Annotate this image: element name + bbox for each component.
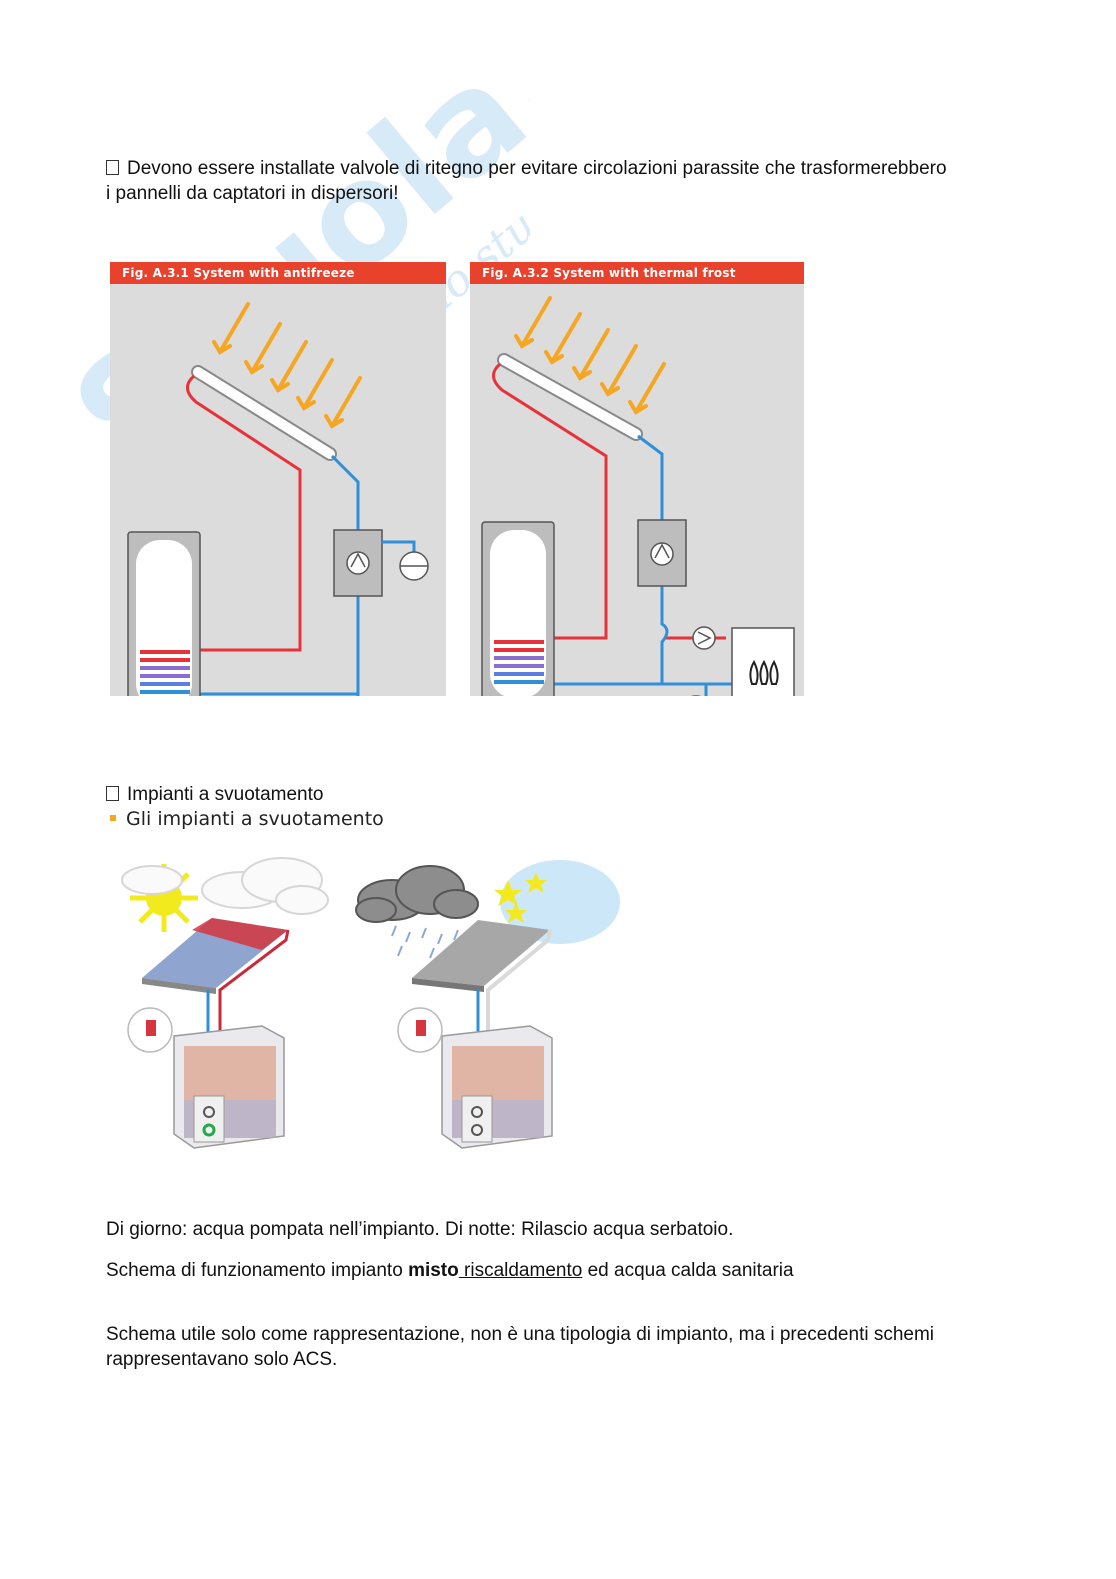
drainback-section: Impianti a svuotamento Gli impianti a sv…	[106, 782, 706, 832]
mixed-scheme-paragraph: Schema di funzionamento impianto misto r…	[106, 1258, 1026, 1283]
figure-antifreeze-body	[110, 284, 446, 717]
sun-rays-icon	[514, 296, 666, 415]
mixed-scheme-bold: misto	[408, 1260, 459, 1281]
figure-antifreeze-title: Fig. A.3.1 System with antifreeze	[110, 262, 446, 284]
star-icon	[494, 872, 547, 923]
rain-cloud-icon	[355, 865, 479, 923]
figure-frost-protection-title: Fig. A.3.2 System with thermal frost pro…	[470, 262, 804, 302]
solar-collector-icon	[497, 353, 643, 441]
day-scene	[121, 857, 329, 1149]
note-paragraph: Schema utile solo come rappresentazione,…	[106, 1322, 1026, 1372]
intro-line-2: i pannelli da captatori in dispersori!	[106, 183, 399, 204]
figure-antifreeze: Fig. A.3.1 System with antifreeze	[110, 262, 446, 717]
drainback-subheading: Gli impianti a svuotamento	[126, 808, 384, 830]
mixed-scheme-pre: Schema di funzionamento impianto	[106, 1260, 409, 1281]
antifreeze-diagram	[127, 302, 429, 717]
night-scene	[355, 860, 620, 1149]
frost-protection-diagram	[481, 296, 795, 713]
solar-collector-icon	[412, 920, 550, 986]
valve-icon	[692, 626, 716, 650]
checkbox-bullet-icon	[106, 160, 119, 175]
mixed-scheme-post: ed acqua calda sanitaria	[582, 1260, 794, 1281]
day-night-paragraph: Di giorno: acqua pompata nell’impianto. …	[106, 1219, 734, 1240]
intro-paragraph: Devono essere installate valvole di rite…	[106, 156, 1026, 206]
cloud-icon	[121, 857, 329, 915]
checkbox-bullet-icon	[106, 786, 119, 801]
intro-line-1: Devono essere installate valvole di rite…	[127, 158, 947, 179]
solar-collector-icon	[191, 365, 337, 461]
note-line-1: Schema utile solo come rappresentazione,…	[106, 1324, 935, 1345]
flame-icon	[749, 659, 779, 685]
drainback-heading: Impianti a svuotamento	[127, 784, 324, 805]
mixed-scheme-underlined: riscaldamento	[458, 1260, 583, 1281]
figure-frost-protection-body	[470, 284, 804, 713]
note-line-2: rappresentavano solo ACS.	[106, 1349, 338, 1370]
figure-frost-protection: Fig. A.3.2 System with thermal frost pro…	[470, 262, 804, 713]
drainback-illustration	[121, 857, 620, 1149]
orange-bullet-icon	[110, 815, 116, 821]
sun-rays-icon	[212, 302, 362, 429]
